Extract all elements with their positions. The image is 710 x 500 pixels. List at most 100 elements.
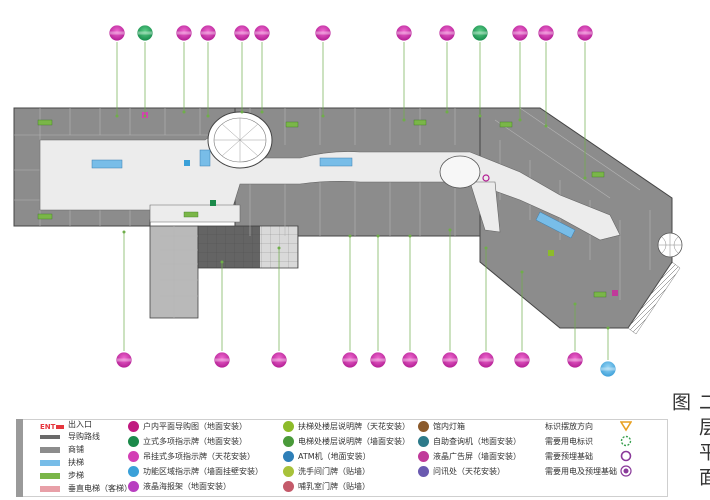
legend-route-swatch <box>40 435 60 439</box>
sign-marker-bottom-5[interactable] <box>369 351 387 369</box>
sign-marker-top-11[interactable] <box>511 24 529 42</box>
sign-marker-top-1[interactable] <box>108 24 126 42</box>
info-desk-icon <box>418 466 429 477</box>
sign-marker-top-8[interactable] <box>395 24 413 42</box>
sign-marker-top-6-anchor <box>260 110 264 114</box>
atrium <box>207 111 273 169</box>
sign-marker-bottom-9[interactable] <box>513 351 531 369</box>
sign-marker-top-9-band <box>440 31 454 35</box>
legend-col2-item: 功能区域指示牌（墙面挂壁安装） <box>143 467 263 476</box>
sign-marker-bottom-4-anchor <box>348 234 352 238</box>
sign-marker-top-3-band <box>177 31 191 35</box>
legend-route-label: 导购路线 <box>68 432 100 441</box>
kiosk-icon <box>418 436 429 447</box>
lcd-poster-icon <box>128 481 139 492</box>
sign-marker-top-4-anchor <box>206 114 210 118</box>
sign-marker-bottom-5-anchor <box>376 234 380 238</box>
sign-marker-top-7-band <box>316 31 330 35</box>
sign-marker-top-10-anchor <box>478 114 482 118</box>
sign-marker-bottom-5-band <box>371 358 385 362</box>
sign-marker-bottom-7-band <box>443 358 457 362</box>
sign-marker-bottom-8-anchor <box>484 246 488 250</box>
sign-marker-top-7-anchor <box>321 114 325 118</box>
legend-entrance-key: ENT <box>40 423 56 431</box>
legend-col5-item: 需要预埋基础 <box>545 452 593 461</box>
sign-marker-top-8-band <box>397 31 411 35</box>
legend-entrance-label: 出入口 <box>68 420 92 429</box>
sign-marker-bottom-4-band <box>343 358 357 362</box>
legend-entrance-swatch <box>56 425 64 429</box>
sign-marker-top-5[interactable] <box>233 24 251 42</box>
legend-elevator-swatch <box>40 486 60 492</box>
sign-marker-bottom-3-band <box>272 358 286 362</box>
sign-marker-bottom-6[interactable] <box>401 351 419 369</box>
legend-col5-item: 需要用电标识 <box>545 437 593 446</box>
nursing-room-sign-icon <box>283 481 294 492</box>
legend-col4-item: 问讯处（天花安装） <box>433 467 505 476</box>
legend-col3-item: ATM机（地面安装） <box>298 452 371 461</box>
legend-col2-item: 吊挂式多项指示牌（天花安装） <box>143 452 255 461</box>
sign-marker-top-3-anchor <box>182 110 186 114</box>
legend-col4-item: 液晶广告屏（墙面安装） <box>433 452 521 461</box>
sign-marker-bottom-11-anchor <box>606 326 610 330</box>
escalator-floor-sign-icon <box>283 421 294 432</box>
sign-marker-bottom-3-anchor <box>277 246 281 250</box>
legend-col5-item: 需要用电及预埋基础 <box>545 467 617 476</box>
east-atrium <box>439 155 481 189</box>
sign-marker-bottom-10[interactable] <box>566 351 584 369</box>
sign-marker-bottom-7[interactable] <box>441 351 459 369</box>
escalator-north <box>199 149 211 167</box>
legend-col3-item: 洗手间门牌（贴墙） <box>298 467 370 476</box>
page-title: 二层平面图 <box>669 392 710 496</box>
foundation-required-icon <box>620 450 632 462</box>
sign-marker-top-9[interactable] <box>438 24 456 42</box>
sign-marker-bottom-1[interactable] <box>115 351 133 369</box>
legend-stair-label: 步梯 <box>68 471 84 480</box>
stairs <box>37 119 607 298</box>
sign-marker-bottom-6-anchor <box>408 234 412 238</box>
power-required-icon <box>620 435 632 447</box>
direction-arrow-icon <box>620 421 632 432</box>
legend-col3-item: 电梯处楼层说明牌（墙面安装） <box>298 437 410 446</box>
sign-marker-bottom-8-band <box>479 358 493 362</box>
sign-marker-top-13[interactable] <box>576 24 594 42</box>
sign-marker-bottom-7-anchor <box>448 228 452 232</box>
legend-escalator-swatch <box>40 460 60 466</box>
sign-marker-bottom-8[interactable] <box>477 351 495 369</box>
sign-marker-top-4[interactable] <box>199 24 217 42</box>
sign-marker-top-12-anchor <box>544 124 548 128</box>
escalators <box>91 149 576 239</box>
sign-marker-top-10[interactable] <box>471 24 489 42</box>
sign-marker-top-6[interactable] <box>253 24 271 42</box>
legend-col4-item: 自助查询机（地面安装） <box>433 437 521 446</box>
legend-col2-item: 户内平面导购图（地面安装） <box>143 422 247 431</box>
legend-col3-item: 哺乳室门牌（贴墙） <box>298 482 370 491</box>
sign-marker-top-6-band <box>255 31 269 35</box>
legend-col4-item: 馆内灯箱 <box>433 422 465 431</box>
sign-marker-top-3[interactable] <box>175 24 193 42</box>
sign-marker-top-12[interactable] <box>537 24 555 42</box>
sign-marker-bottom-2[interactable] <box>213 351 231 369</box>
south-annex-dark <box>198 226 260 268</box>
sign-marker-bottom-11[interactable] <box>599 360 617 378</box>
legend-col3-item: 扶梯处楼层说明牌（天花安装） <box>298 422 410 431</box>
sign-marker-bottom-1-band <box>117 358 131 362</box>
standing-sign-icon <box>128 436 139 447</box>
lcd-screen-icon <box>418 451 429 462</box>
sign-marker-top-5-anchor <box>240 110 244 114</box>
sign-marker-top-2[interactable] <box>136 24 154 42</box>
power-and-foundation-icon <box>620 465 632 477</box>
legend-store-swatch <box>40 447 60 453</box>
sign-marker-bottom-4[interactable] <box>341 351 359 369</box>
atm-icon <box>283 451 294 462</box>
sign-marker-top-13-band <box>578 31 592 35</box>
legend: ENT 出入口 导购路线 商铺 扶梯 步梯 垂直电梯（客梯） 户内平面导购图（地… <box>0 405 710 500</box>
sign-marker-bottom-3[interactable] <box>270 351 288 369</box>
sign-marker-top-4-band <box>201 31 215 35</box>
legend-store-label: 商铺 <box>68 445 84 454</box>
sign-marker-bottom-9-anchor <box>520 270 524 274</box>
legend-col5-item: 标识摆放方向 <box>545 422 593 431</box>
restroom-sign-icon <box>283 466 294 477</box>
elevator-floor-sign-icon <box>283 436 294 447</box>
sign-marker-top-7[interactable] <box>314 24 332 42</box>
